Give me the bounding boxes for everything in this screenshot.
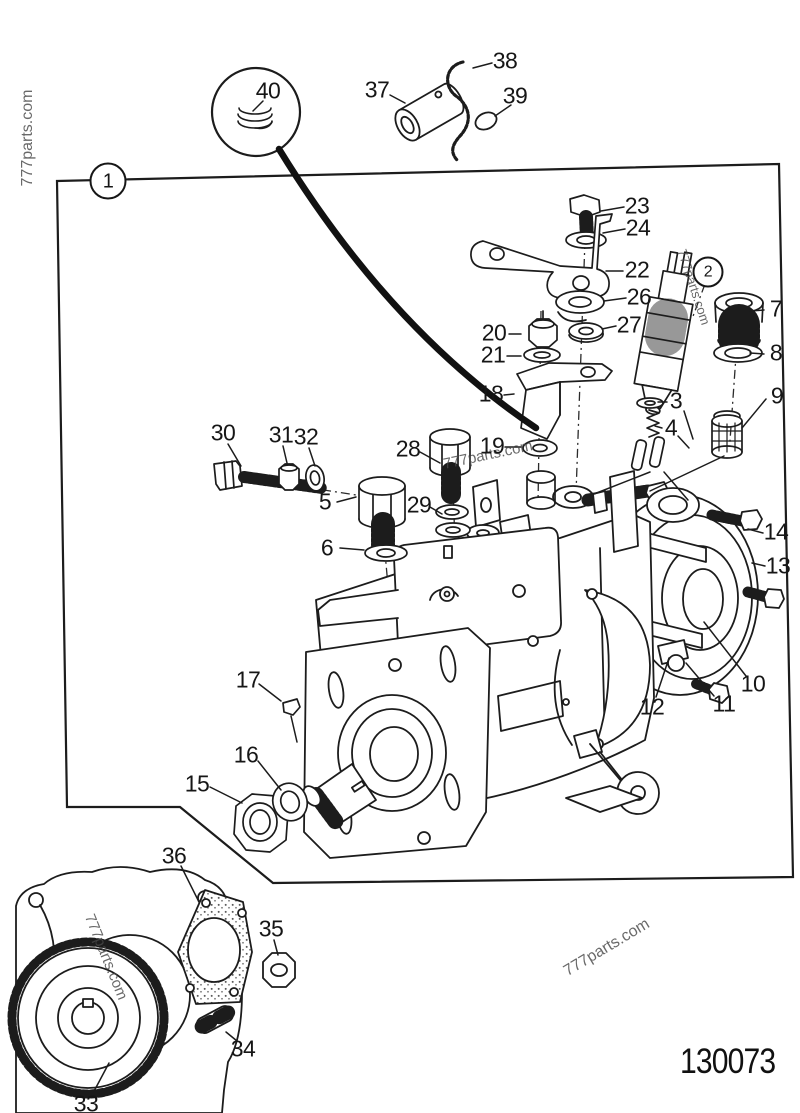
exploded-parts-art <box>213 194 764 853</box>
leader-lines <box>91 62 767 1096</box>
detail-leader-line <box>275 145 540 432</box>
frame-border <box>55 162 795 885</box>
gear-detail-art <box>7 866 296 1113</box>
pump-body-art <box>302 470 785 859</box>
part-number: 130073 <box>680 1042 776 1081</box>
top-parts-art <box>210 60 498 162</box>
